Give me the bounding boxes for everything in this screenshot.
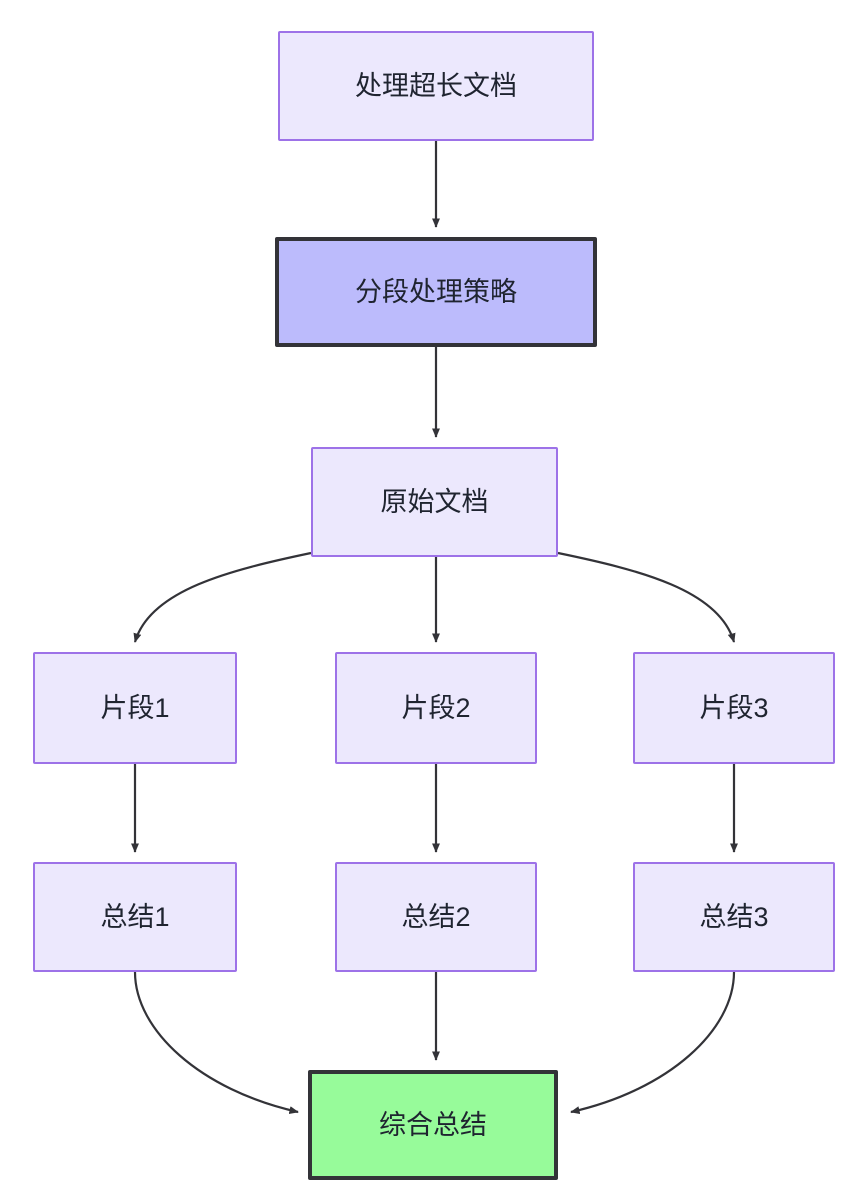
edge-n7-n10 xyxy=(133,971,299,1115)
node-fragment-2[interactable]: 片段2 xyxy=(335,652,537,764)
edge-n9-n10 xyxy=(570,971,736,1115)
node-label: 原始文档 xyxy=(380,486,489,517)
node-label: 片段3 xyxy=(699,692,769,723)
node-label: 总结1 xyxy=(100,901,170,932)
edge-n3-n6 xyxy=(557,551,736,643)
node-summary-1[interactable]: 总结1 xyxy=(33,862,237,972)
node-label: 片段1 xyxy=(100,692,170,723)
node-label: 总结2 xyxy=(401,901,471,932)
node-label: 片段2 xyxy=(401,692,471,723)
node-summary-2[interactable]: 总结2 xyxy=(335,862,537,972)
node-final-summary[interactable]: 综合总结 xyxy=(308,1070,558,1180)
node-process-long-document[interactable]: 处理超长文档 xyxy=(278,31,594,141)
node-chunking-strategy[interactable]: 分段处理策略 xyxy=(275,237,597,347)
node-label: 总结3 xyxy=(699,901,769,932)
node-original-document[interactable]: 原始文档 xyxy=(311,447,558,557)
edge-n3-n4 xyxy=(133,551,312,643)
node-label: 分段处理策略 xyxy=(355,276,517,307)
node-summary-3[interactable]: 总结3 xyxy=(633,862,835,972)
node-fragment-3[interactable]: 片段3 xyxy=(633,652,835,764)
node-label: 综合总结 xyxy=(379,1109,487,1140)
node-label: 处理超长文档 xyxy=(355,70,517,101)
node-fragment-1[interactable]: 片段1 xyxy=(33,652,237,764)
